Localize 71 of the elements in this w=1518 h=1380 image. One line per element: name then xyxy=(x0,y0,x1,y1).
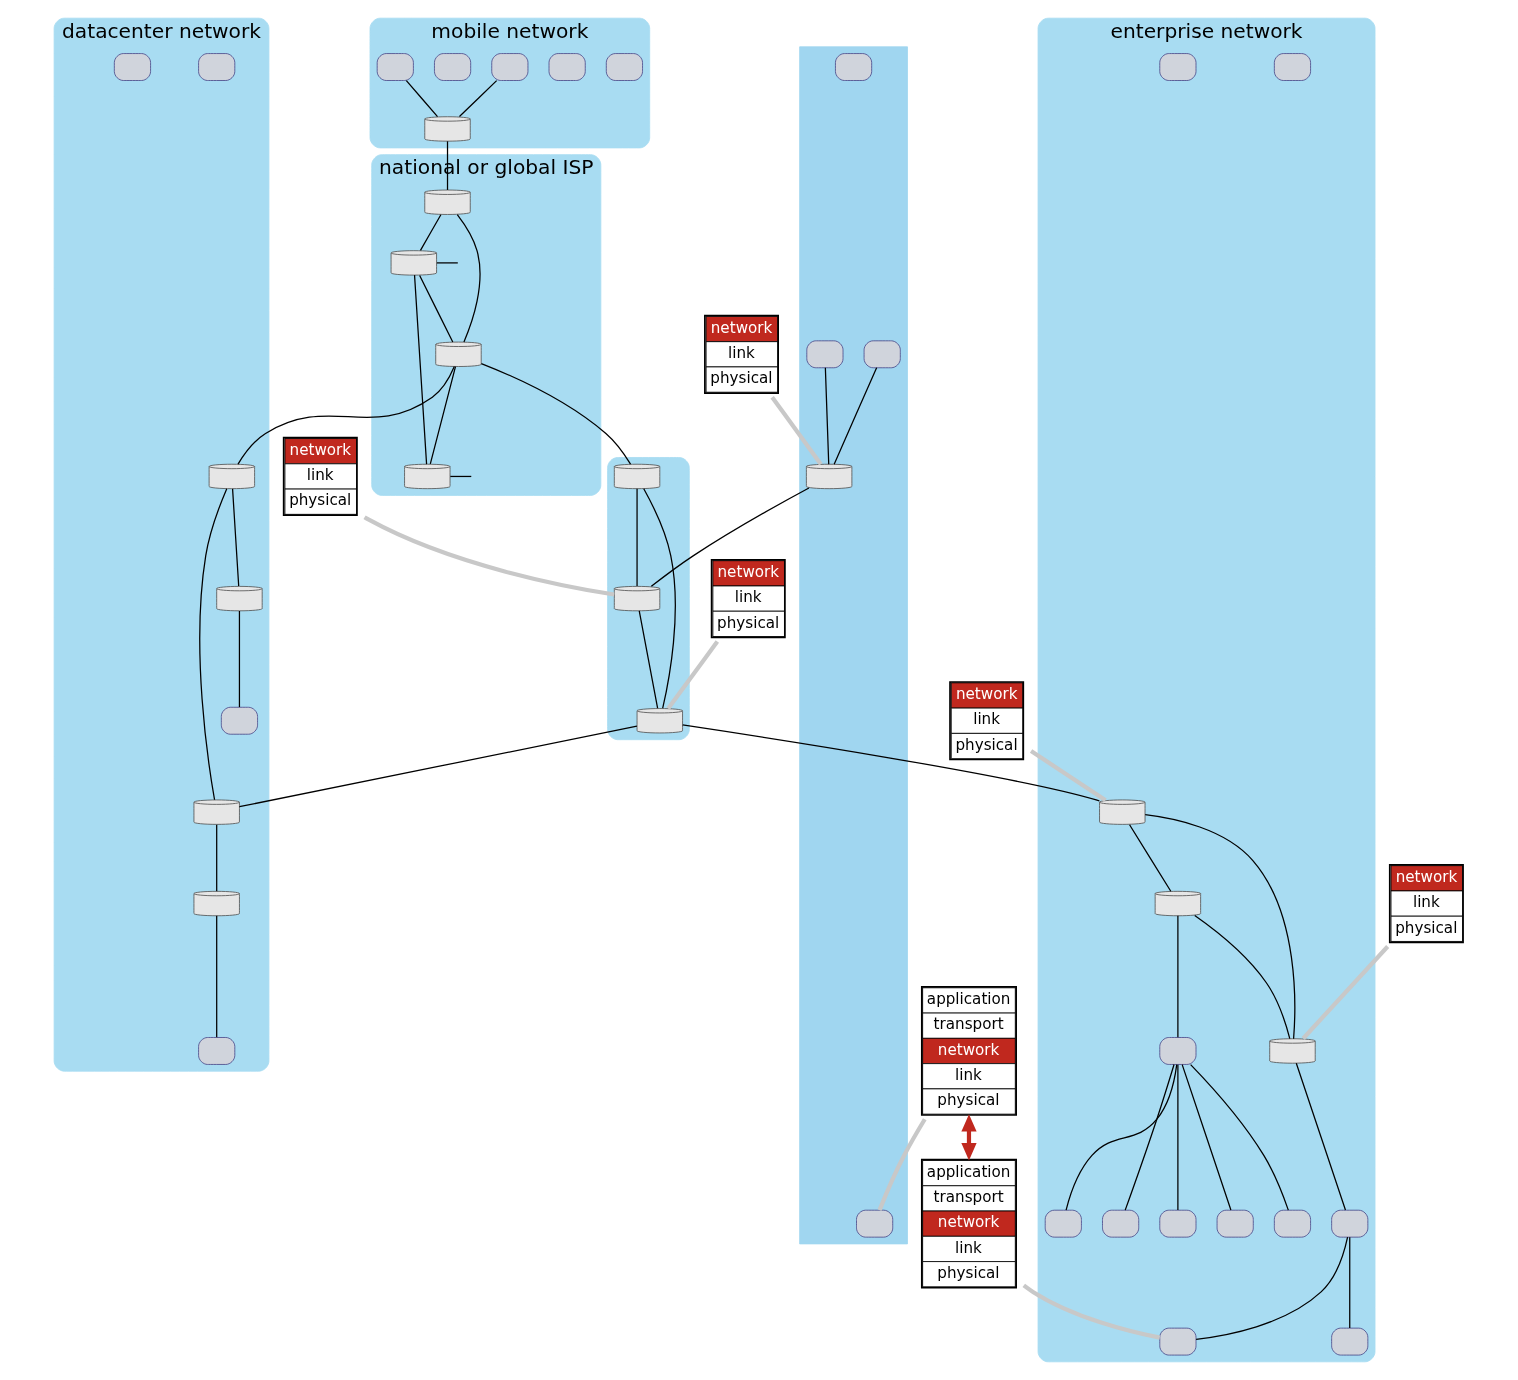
connector xyxy=(824,367,830,465)
cluster xyxy=(607,457,690,741)
node-box xyxy=(434,53,472,81)
connector xyxy=(1295,1062,1347,1211)
connector xyxy=(363,515,615,597)
connector xyxy=(1301,945,1390,1040)
connector xyxy=(1349,1236,1351,1329)
connector xyxy=(1177,1064,1179,1211)
connector xyxy=(1190,1063,1289,1211)
connector xyxy=(458,80,498,118)
cluster: datacenter network xyxy=(53,17,270,1072)
connector xyxy=(419,274,454,343)
cluster: mobile network xyxy=(369,17,651,149)
connector xyxy=(429,366,457,465)
connector xyxy=(877,1118,927,1211)
node-box xyxy=(1159,1037,1197,1065)
node-box xyxy=(1273,1209,1311,1238)
connector xyxy=(419,214,442,252)
arrow xyxy=(961,1114,977,1161)
connector xyxy=(833,367,878,465)
node-box xyxy=(198,1037,236,1065)
node-box xyxy=(1044,1209,1082,1238)
connector xyxy=(405,80,439,118)
node-box xyxy=(863,340,901,369)
connector xyxy=(231,488,240,587)
connector xyxy=(643,488,676,709)
connector xyxy=(1128,824,1172,892)
node-box xyxy=(1331,1327,1369,1356)
cluster: enterprise network xyxy=(1037,17,1376,1363)
connector xyxy=(770,396,823,466)
connector xyxy=(238,725,638,808)
connector xyxy=(1065,1063,1178,1211)
connector xyxy=(1195,1236,1349,1340)
node-box xyxy=(1159,1327,1197,1356)
connector xyxy=(216,824,218,892)
connector xyxy=(1144,814,1296,1040)
node-box xyxy=(605,53,643,81)
node-box xyxy=(1159,53,1197,81)
connector xyxy=(1181,1064,1232,1211)
connector xyxy=(682,724,1100,802)
connector xyxy=(1029,749,1107,802)
node-box xyxy=(1159,1209,1197,1238)
node-box xyxy=(1273,53,1311,81)
node-box xyxy=(376,53,414,81)
connector xyxy=(636,488,638,587)
connector xyxy=(1022,1283,1161,1340)
node-box xyxy=(548,53,586,81)
node-box xyxy=(113,53,151,81)
connector xyxy=(666,640,720,710)
node-box xyxy=(856,1209,894,1238)
connector xyxy=(436,262,459,264)
node-box xyxy=(1331,1209,1369,1238)
connector xyxy=(449,475,472,478)
connector xyxy=(1177,915,1179,1038)
node-box xyxy=(491,53,529,81)
node-box xyxy=(198,53,236,81)
connector xyxy=(1124,1063,1175,1211)
node-box xyxy=(1216,1209,1254,1238)
node-box xyxy=(220,706,258,735)
connector xyxy=(456,214,481,343)
connector xyxy=(199,488,228,801)
node-box xyxy=(806,340,844,369)
connector xyxy=(480,362,632,465)
connector xyxy=(216,915,218,1038)
connector xyxy=(638,610,659,709)
connector xyxy=(413,274,428,465)
node-box xyxy=(835,53,873,81)
node-box xyxy=(1102,1209,1140,1238)
connector xyxy=(238,610,241,708)
connector xyxy=(1194,914,1291,1040)
cluster xyxy=(799,46,908,1245)
